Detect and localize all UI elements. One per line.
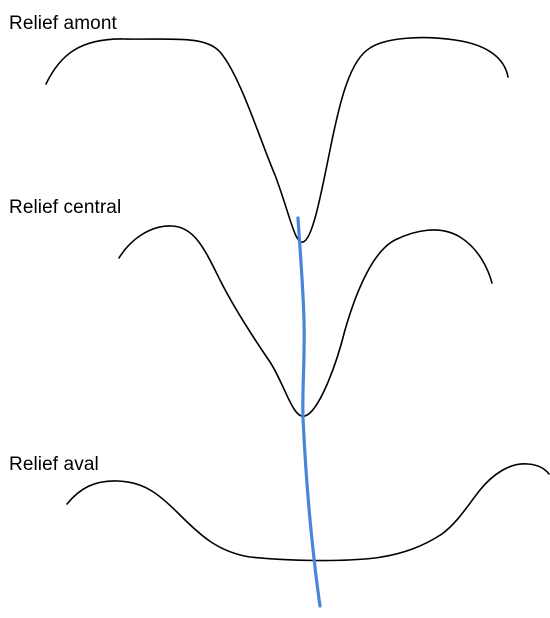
label-relief-central: Relief central [9,197,122,218]
river-line [296,216,322,608]
label-relief-aval: Relief aval [9,454,99,475]
downstream-relief-profile [66,463,550,562]
central-relief-profile [118,225,493,417]
upstream-relief-profile [45,36,509,243]
label-relief-amont: Relief amont [9,13,117,34]
